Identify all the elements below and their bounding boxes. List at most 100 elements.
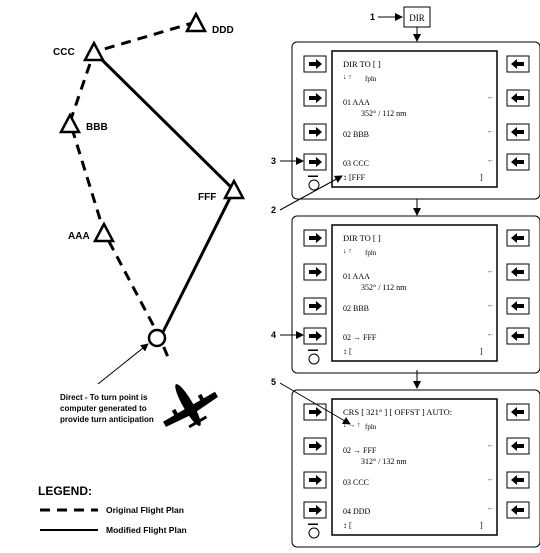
arrow-right-icon (309, 59, 322, 69)
brightness-knob[interactable] (308, 179, 320, 191)
arrow-left-icon (511, 475, 524, 485)
arrow-right-icon (309, 441, 322, 451)
callout-5-line (279, 382, 351, 425)
cdu-title: DIR TO [ ] (343, 59, 381, 69)
arrow-right-icon (309, 93, 322, 103)
turn-point-circle (147, 328, 167, 348)
rsk-indicator: ← (487, 267, 494, 275)
waypoint-label-ccc: CCC (53, 47, 75, 58)
cdu-line-2: 352° / 112 nm (361, 109, 407, 118)
turn-point-note-line3: provide turn anticipation (60, 415, 154, 424)
fpln-label: fpln (365, 249, 377, 257)
arrow-right-icon (309, 475, 322, 485)
waypoint-ccc-marker (82, 40, 106, 62)
cdu-line-3: 02 BBB (343, 304, 369, 313)
dir-key-label: DIR (409, 13, 425, 23)
cdu-line-1: 01 AAA (343, 272, 370, 281)
cdu-line-3: 02 BBB (343, 130, 369, 139)
rsk-indicator: ← (487, 504, 494, 512)
cdu-line-2: 312° / 132 nm (361, 457, 407, 466)
arrow-left-icon (511, 505, 524, 515)
rsk-indicator: ← (487, 441, 494, 449)
arrow-left-icon (511, 441, 524, 451)
arrow-left-icon (511, 267, 524, 277)
arrow-left-icon (511, 93, 524, 103)
cdu-display (331, 224, 498, 362)
arrow-left-icon (511, 59, 524, 69)
brightness-knob[interactable] (308, 353, 320, 365)
cdu-display (331, 50, 498, 188)
cdu-screens: ▬▬ DIR TO [ ] ↓ ↑ fpln 01 AAA 352° / 112 nm 02… (291, 41, 540, 548)
rsk-indicator: ← (487, 127, 494, 135)
legend-original-label: Original Flight Plan (106, 505, 184, 515)
cdu-line-1: 01 AAA (343, 98, 370, 107)
callout-5: 5 (271, 377, 276, 387)
arrow-left-icon (511, 233, 524, 243)
scratchpad-end: ] (480, 173, 483, 182)
arrow-right-icon (309, 301, 322, 311)
arrow-left-icon (511, 127, 524, 137)
cdu-screen-2: ▬▬ DIR TO [ ] ↓ ↑ fpln 01 AAA 352° / 112 nm 02… (291, 215, 540, 374)
cdu-line-2: 352° / 112 nm (361, 283, 407, 292)
waypoint-label-ddd: DDD (212, 25, 234, 36)
callout-2-line (279, 175, 343, 211)
cdu-screen-1: ▬▬ DIR TO [ ] ↓ ↑ fpln 01 AAA 352° / 112 nm 02… (291, 41, 540, 200)
callout-4: 4 (271, 330, 276, 340)
cdu-display (331, 398, 498, 536)
scratchpad[interactable]: ↕ [FFF (343, 173, 366, 182)
rsk-indicator: ← (487, 156, 494, 164)
cdu-line-4: 03 CCC (343, 159, 369, 168)
scroll-arrows: ↓ ↑ (343, 73, 352, 81)
arrow-right-icon (309, 267, 322, 277)
waypoint-label-aaa: AAA (68, 231, 90, 242)
cdu-title: CRS [ 321° ] [ OFFST ] AUTO: (343, 407, 452, 417)
rsk-indicator: ← (487, 330, 494, 338)
cdu-title: DIR TO [ ] (343, 233, 381, 243)
cdu-line-3: 03 CCC (343, 478, 369, 487)
fpln-label: fpln (365, 75, 377, 83)
scroll-arrows: ↓ ↑ (343, 247, 352, 255)
arrow-left-icon (511, 331, 524, 341)
arrow-right-icon (309, 505, 322, 515)
rsk-indicator: ← (487, 475, 494, 483)
scratchpad[interactable]: ↕ [ (343, 521, 352, 530)
brightness-knob[interactable] (308, 527, 320, 539)
original-route-line (68, 20, 197, 363)
rsk-indicator: ← (487, 301, 494, 309)
legend: LEGEND: Original Flight Plan Modified Fl… (38, 484, 187, 535)
arrow-left-icon (511, 157, 524, 167)
waypoint-fff-marker (222, 178, 246, 200)
waypoint-aaa-marker (92, 221, 116, 243)
waypoint-bbb-marker (58, 112, 82, 134)
waypoint-label-bbb: BBB (86, 122, 108, 133)
aircraft-icon (163, 384, 218, 429)
legend-title: LEGEND: (38, 484, 92, 498)
arrow-right-icon (309, 233, 322, 243)
arrow-right-icon (309, 407, 322, 417)
scratchpad[interactable]: ↕ [ (343, 347, 352, 356)
scratchpad-end: ] (480, 347, 483, 356)
legend-modified-label: Modified Flight Plan (106, 525, 187, 535)
rsk-indicator: ← (487, 93, 494, 101)
waypoint-label-fff: FFF (198, 192, 216, 203)
arrow-left-icon (511, 407, 524, 417)
flight-plan-map: DDD CCC BBB AAA FFF Direct - To turn poi… (53, 11, 246, 429)
cdu-line-4: 02 → FFF (343, 333, 377, 342)
knob-tag: ▬▬ (308, 347, 318, 353)
arrow-right-icon (309, 127, 322, 137)
cdu-line-1: 02 → FFF (343, 446, 377, 455)
arrow-right-icon (309, 331, 322, 341)
callout-2: 2 (271, 205, 276, 215)
fpln-label: fpln (365, 423, 377, 431)
knob-tag: ▬▬ (308, 521, 318, 527)
scroll-arrows: ↓ → ↑ (343, 421, 361, 429)
callout-3: 3 (271, 156, 276, 166)
cdu-line-4: 04 DDD (343, 507, 371, 516)
scratchpad-end: ] (480, 521, 483, 530)
arrow-right-icon (309, 157, 322, 167)
turn-point-note-line1: Direct - To turn point is (60, 393, 148, 402)
knob-tag: ▬▬ (308, 173, 318, 179)
